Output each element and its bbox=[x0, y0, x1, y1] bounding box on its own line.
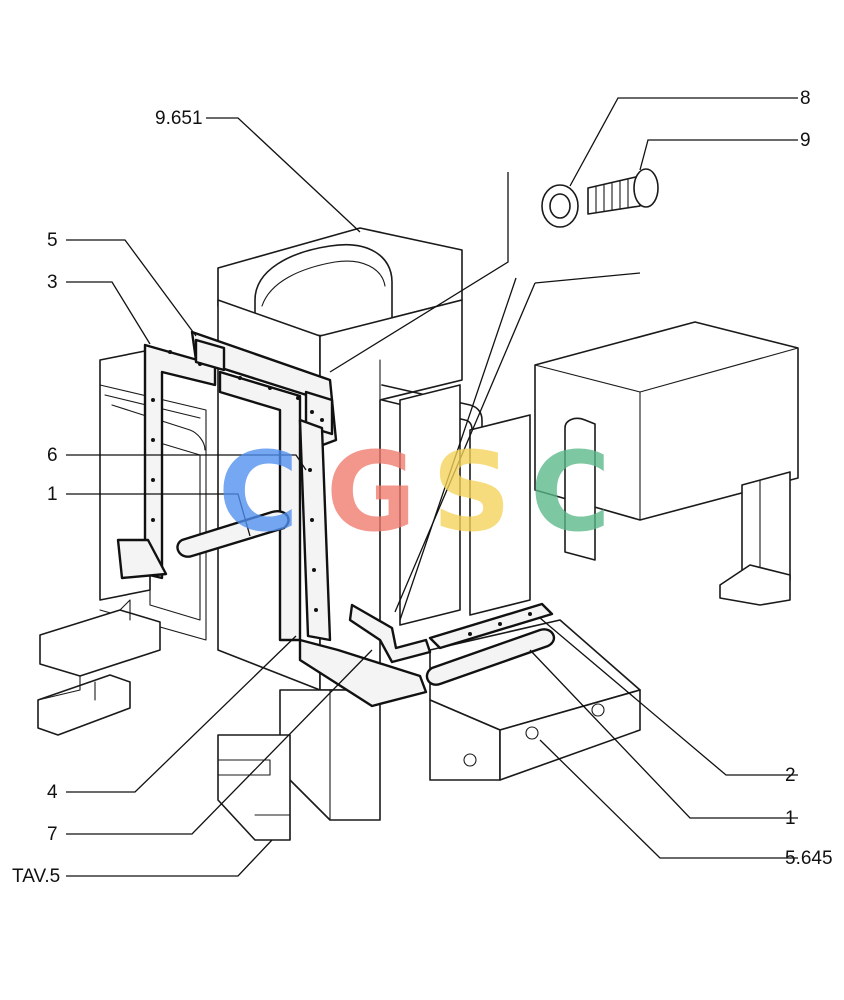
seal-bracket-left bbox=[116, 538, 168, 580]
callout-2: 2 bbox=[785, 765, 796, 786]
callout-leaders bbox=[66, 97, 798, 877]
seal-bar-right bbox=[428, 602, 554, 650]
seal-strips bbox=[116, 330, 556, 708]
seal-vertical-long bbox=[298, 418, 332, 642]
seal-roll-left bbox=[176, 510, 290, 558]
watermark-letter-3: S bbox=[432, 428, 511, 556]
washer-part bbox=[541, 184, 579, 228]
callout-3: 3 bbox=[47, 272, 58, 293]
watermark: C G S C bbox=[218, 428, 611, 556]
callout-9: 9 bbox=[800, 130, 811, 151]
callout-5645: 5.645 bbox=[785, 848, 833, 869]
callout-8: 8 bbox=[800, 88, 811, 109]
callout-6: 6 bbox=[47, 445, 58, 466]
callout-labels: 9.651 8 9 5 3 6 1 4 7 TAV.5 2 1 5.645 bbox=[12, 88, 833, 887]
seal-corner-pad bbox=[194, 338, 226, 372]
seal-bottom-bend bbox=[298, 638, 428, 708]
callout-1-left: 1 bbox=[47, 484, 58, 505]
watermark-letter-1: C bbox=[218, 428, 299, 556]
seal-roll-right bbox=[425, 628, 556, 686]
seal-bracket-lower bbox=[348, 603, 432, 664]
watermark-letter-4: C bbox=[530, 428, 611, 556]
watermark-letter-2: G bbox=[326, 428, 416, 556]
callout-9651: 9.651 bbox=[155, 108, 203, 129]
seal-inner-L bbox=[218, 370, 302, 642]
callout-7: 7 bbox=[47, 824, 58, 845]
callout-tav5: TAV.5 bbox=[12, 866, 60, 887]
callout-4: 4 bbox=[47, 782, 58, 803]
callout-1-right: 1 bbox=[785, 808, 796, 829]
assembly-lines bbox=[329, 172, 641, 621]
callout-5: 5 bbox=[47, 230, 58, 251]
screw-part bbox=[587, 168, 659, 215]
seal-holes bbox=[151, 350, 532, 636]
